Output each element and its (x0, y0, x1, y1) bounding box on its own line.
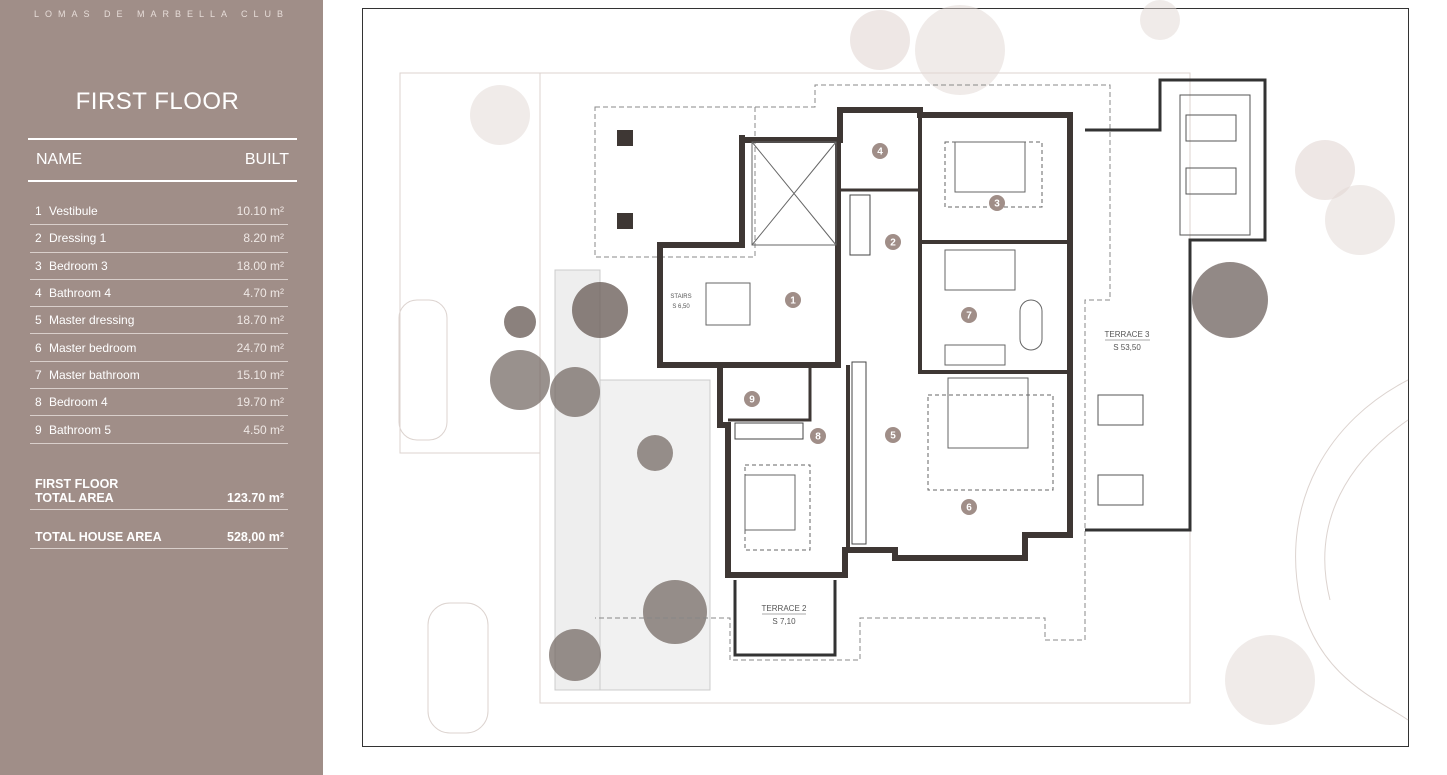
walls (657, 107, 1073, 578)
room-built-area: 19.70 m² (236, 395, 284, 410)
house-total-row: TOTAL HOUSE AREA 528,00 m² (30, 528, 288, 549)
gravel-path (554, 269, 601, 691)
room-markers: 1 2 3 4 5 6 7 8 9 (744, 143, 1005, 515)
room-built-area: 18.70 m² (236, 313, 284, 328)
terrace-2-label: TERRACE 2 (762, 604, 807, 613)
room-marker-label: 4 (877, 147, 883, 158)
floor-title: FIRST FLOOR (75, 88, 240, 115)
room-built-area: 4.50 m² (243, 422, 284, 437)
room-built-area: 15.10 m² (236, 367, 284, 382)
room-marker-4 (872, 143, 888, 159)
room-marker-9 (744, 391, 760, 407)
terrace-3-area: S 53,50 (1113, 343, 1141, 352)
table-header: NAME BUILT (28, 138, 297, 182)
room-marker-label: 3 (994, 199, 1000, 210)
stairs-area: S 6,50 (672, 304, 690, 310)
room-marker-8 (810, 428, 826, 444)
room-marker-6 (961, 499, 977, 515)
room-built-area: 18.00 m² (236, 258, 284, 273)
room-built-area: 8.20 m² (243, 231, 284, 246)
terrace-3-parapet (1085, 78, 1267, 532)
room-built-area: 4.70 m² (243, 286, 284, 301)
room-marker-label: 5 (890, 431, 896, 442)
house-total-label: TOTAL HOUSE AREA (35, 530, 162, 544)
room-marker-3 (989, 195, 1005, 211)
trees (490, 262, 1268, 681)
room-marker-label: 9 (749, 395, 755, 406)
room-marker-label: 7 (966, 311, 972, 322)
terrace-2-parapet (733, 580, 837, 657)
brand-name: LOMAS DE MARBELLA CLUB (33, 9, 290, 19)
terrace-2-area: S 7,10 (772, 617, 796, 626)
floor-total-value: 123.70 m² (227, 491, 284, 505)
room-marker-label: 8 (815, 432, 821, 443)
room-built-area: 10.10 m² (236, 204, 284, 219)
room-schedule-panel: LOMAS DE MARBELLA CLUB FIRST FLOOR NAME … (0, 0, 323, 775)
room-marker-2 (885, 234, 901, 250)
room-built-area: 24.70 m² (236, 340, 284, 355)
house-total-value: 528,00 m² (227, 530, 284, 544)
room-marker-label: 1 (790, 296, 796, 307)
roof-outline (595, 84, 1111, 661)
room-marker-label: 2 (890, 238, 896, 249)
furniture (705, 141, 1054, 551)
stairs-label: STAIRS (670, 294, 691, 300)
palm-shadows (470, 0, 1395, 725)
room-marker-5 (885, 427, 901, 443)
terrace-3-label: TERRACE 3 (1105, 330, 1150, 339)
room-marker-7 (961, 307, 977, 323)
room-marker-label: 6 (966, 503, 972, 514)
column-name: NAME (36, 151, 83, 168)
column-built: BUILT (244, 151, 289, 168)
room-marker-1 (785, 292, 801, 308)
